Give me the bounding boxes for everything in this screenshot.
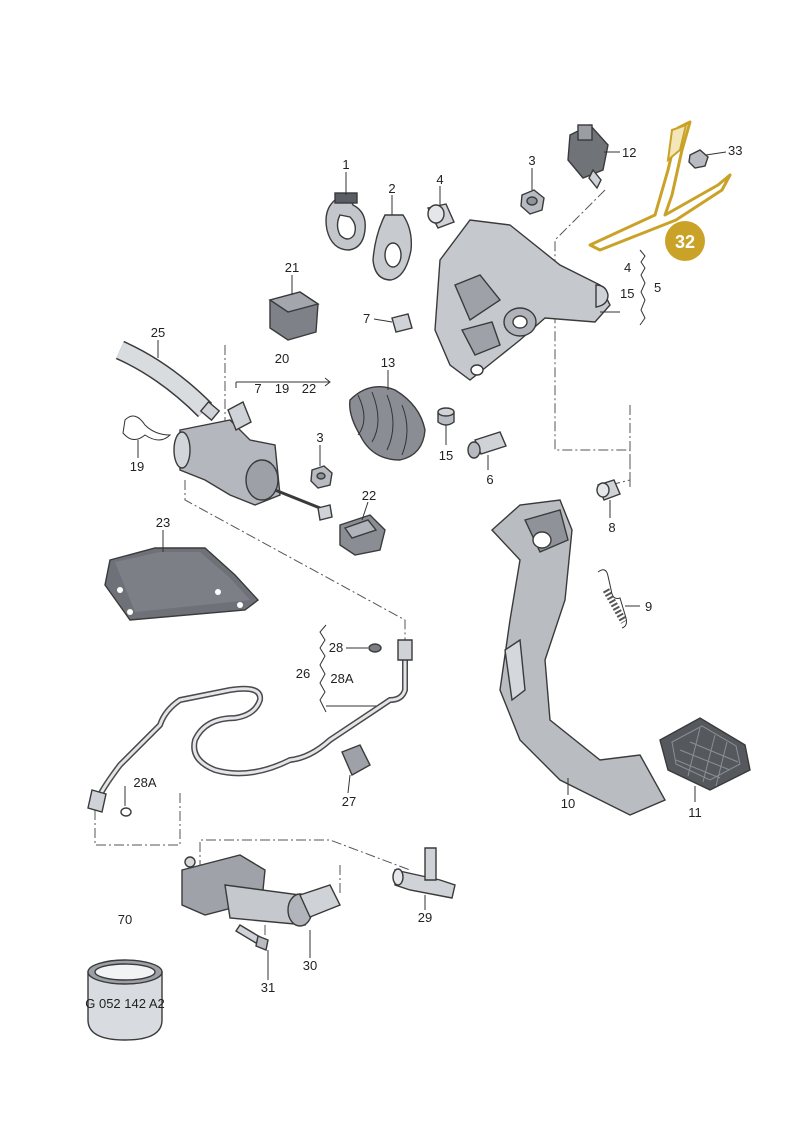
part-33-nut — [688, 149, 709, 169]
callout-28A-group: 28A — [330, 671, 353, 686]
callout-20: 20 — [275, 351, 289, 366]
leader-lines — [124, 151, 727, 980]
callout-11: 11 — [688, 805, 702, 820]
part-20-master-cylinder — [173, 401, 333, 521]
part-8-bushing — [596, 479, 621, 501]
part-32-badge[interactable]: 32 — [665, 221, 705, 261]
part-19-clip — [122, 415, 172, 441]
part-7-pin — [391, 313, 413, 333]
part-9-spring — [597, 569, 628, 629]
assembly-lines — [94, 189, 631, 945]
callout-26: 26 — [296, 666, 310, 681]
callout-8: 8 — [608, 520, 615, 535]
part-12-switch — [567, 124, 609, 190]
callout-10: 10 — [561, 796, 575, 811]
part-27-clip — [341, 744, 371, 776]
callout-3-mid: 3 — [316, 430, 323, 445]
callout-12: 12 — [622, 145, 636, 160]
part-10-pedal — [490, 499, 666, 816]
callout-22-group: 22 — [302, 381, 316, 396]
part-32-badge-label: 32 — [675, 232, 695, 252]
callout-4-top: 4 — [436, 172, 443, 187]
part-70-marking: G 052 142 A2 — [85, 996, 165, 1011]
part-2-bushing — [372, 214, 413, 281]
callout-15-bracket: 15 — [620, 286, 634, 301]
callout-33: 33 — [728, 143, 742, 158]
callout-22: 22 — [362, 488, 376, 503]
pedal-bracket — [434, 219, 611, 381]
callout-2: 2 — [388, 181, 395, 196]
part-23-heat-shield — [104, 547, 260, 621]
part-22-bracket — [339, 514, 386, 556]
part-25-hose — [115, 340, 221, 422]
part-28-ring — [368, 643, 382, 653]
callout-21: 21 — [285, 260, 299, 275]
callout-19-group: 19 — [275, 381, 289, 396]
part-26-pipe — [87, 639, 413, 813]
callout-3-top: 3 — [528, 153, 535, 168]
callout-31: 31 — [261, 980, 275, 995]
part-32-cable-highlight — [588, 120, 732, 252]
callout-28: 28 — [329, 640, 343, 655]
callout-25: 25 — [151, 325, 165, 340]
part-31-bolt — [235, 924, 269, 951]
callout-30: 30 — [303, 958, 317, 973]
callout-labels: 1 2 3 4 12 33 4 15 5 21 7 25 20 7 19 22 … — [118, 143, 743, 995]
part-6-bolt — [467, 431, 507, 459]
callout-9: 9 — [645, 599, 652, 614]
part-13-spring — [349, 386, 426, 461]
part-21-module — [268, 291, 320, 341]
callout-70: 70 — [118, 912, 132, 927]
callout-27: 27 — [342, 794, 356, 809]
part-30-slave-cylinder — [181, 854, 341, 927]
part-70-container: G 052 142 A2 — [85, 959, 165, 1041]
part-15-bolt — [437, 407, 455, 426]
callout-7-group: 7 — [254, 381, 261, 396]
part-1-clip — [325, 192, 366, 251]
callout-19: 19 — [130, 459, 144, 474]
callout-29: 29 — [418, 910, 432, 925]
part-11-pedal-pad — [659, 717, 751, 791]
part-3-nut-top — [520, 189, 545, 215]
callout-23: 23 — [156, 515, 170, 530]
callout-13: 13 — [381, 355, 395, 370]
callout-4-bracket: 4 — [624, 260, 631, 275]
callout-7-pin: 7 — [363, 311, 370, 326]
grouping-brackets — [235, 249, 646, 713]
part-28A-ring — [120, 807, 132, 817]
callout-1: 1 — [342, 157, 349, 172]
part-29-fitting — [392, 847, 456, 899]
part-4-sleeve — [426, 203, 455, 229]
callout-5: 5 — [654, 280, 661, 295]
part-3-nut-mid — [310, 465, 333, 489]
callout-28A: 28A — [133, 775, 156, 790]
callout-15-bolt: 15 — [439, 448, 453, 463]
callout-6: 6 — [486, 472, 493, 487]
